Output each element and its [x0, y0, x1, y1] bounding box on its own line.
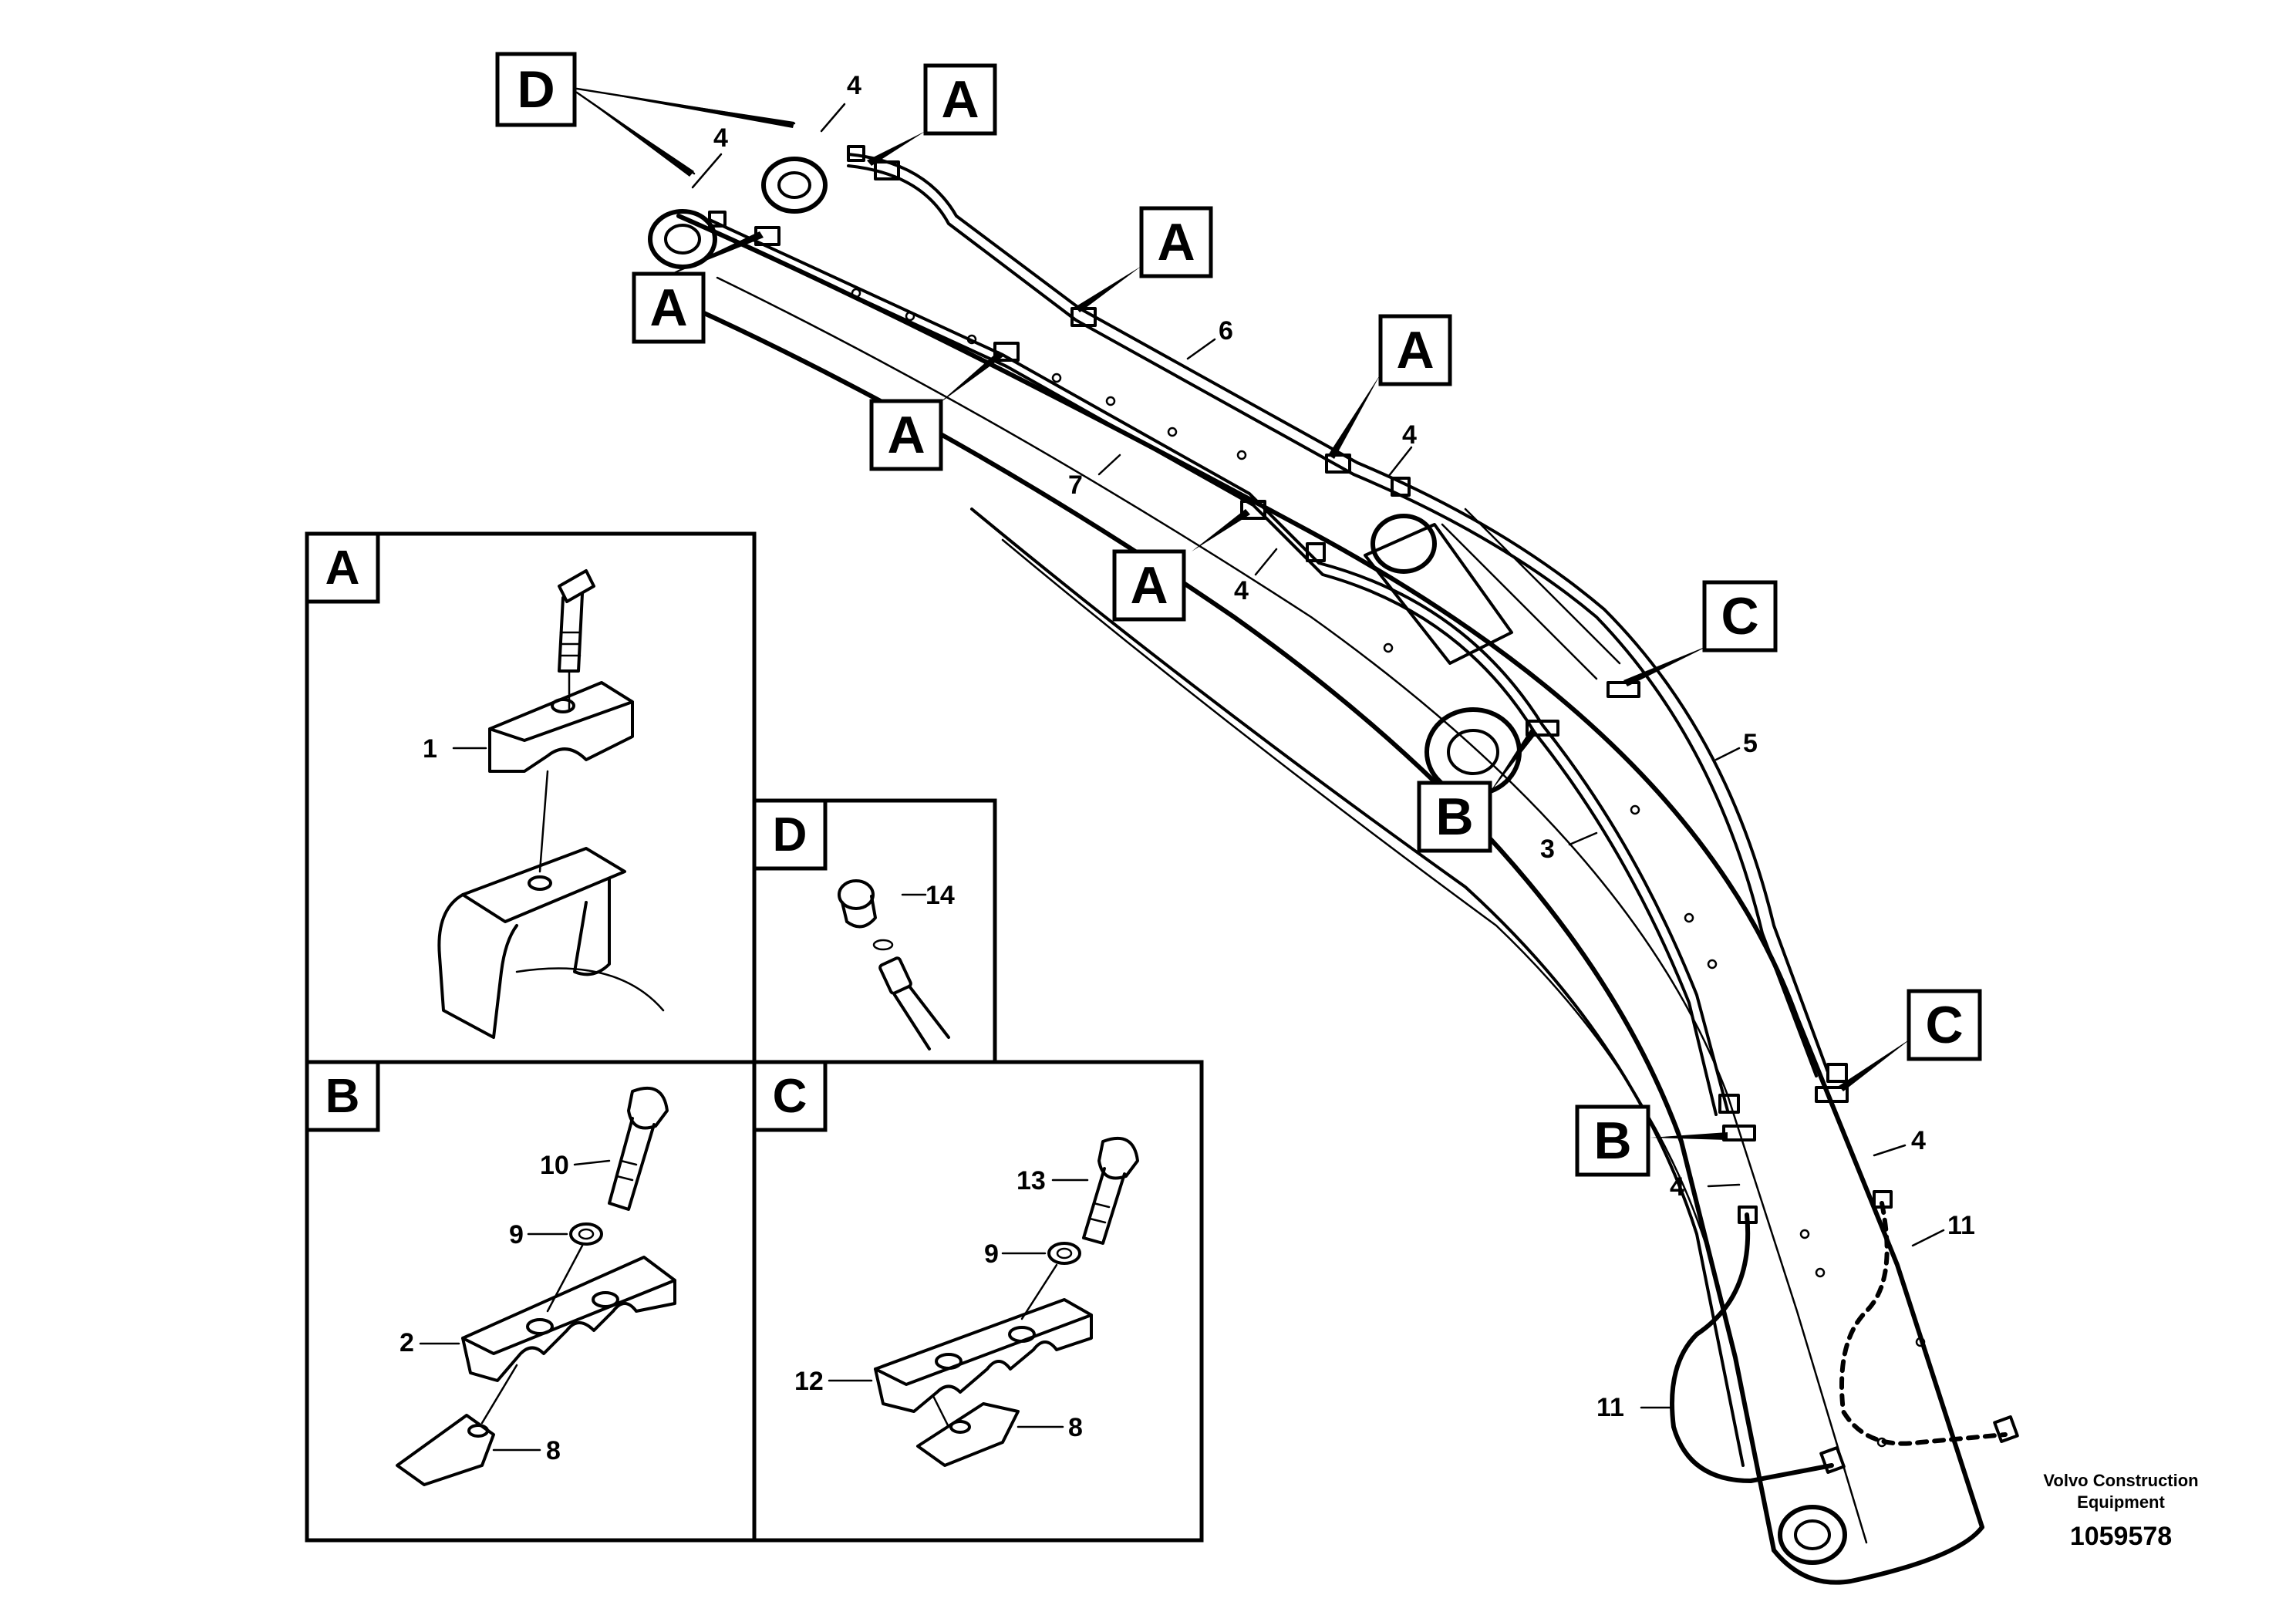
callout-B-1: B: [1417, 781, 1492, 853]
brand-line-1: Volvo Construction: [2043, 1471, 2198, 1490]
callout-A-6: A: [1112, 549, 1186, 622]
part-label-4: 4: [713, 123, 728, 153]
part-label-4: 4: [1911, 1126, 1926, 1155]
part-label-2: 2: [400, 1328, 414, 1357]
arm-bolts: [851, 288, 1926, 1448]
callout-C-2-label: C: [1925, 996, 1963, 1054]
callout-A-5-label: A: [887, 406, 925, 464]
part-label-4: 4: [1402, 420, 1417, 450]
part-label-4: 4: [847, 71, 861, 100]
brand-line-2: Equipment: [2077, 1492, 2165, 1512]
part-label-11: 11: [1596, 1393, 1624, 1422]
callout-leaders: [575, 87, 1913, 1140]
bottom-pin-bore: [1772, 1505, 1984, 1585]
detail-panel-C: C 13 9 12 8: [752, 1060, 1204, 1543]
callout-C-1-label: C: [1721, 587, 1758, 646]
part-label-4: 4: [1670, 1172, 1684, 1202]
detail-panel-A: A 1: [305, 531, 757, 1064]
callout-B-2-label: B: [1593, 1111, 1631, 1170]
callout-A-3: A: [1378, 314, 1452, 386]
detail-panel-D: D 14: [752, 798, 997, 1064]
callout-B-1-label: B: [1435, 787, 1473, 846]
mid-pin-bore: [1371, 514, 1522, 797]
top-pin-eyes: [648, 157, 828, 269]
footer-brand: Volvo Construction Equipment 1059578: [2043, 1471, 2198, 1551]
part-label-8: 8: [1068, 1413, 1083, 1442]
callout-A-4-label: A: [649, 278, 687, 337]
detail-D-title: D: [773, 808, 807, 862]
callout-A-3-label: A: [1396, 321, 1434, 379]
callout-A-4: A: [632, 271, 706, 344]
part-labels-main: 4 4 4 4 4 4 6 7 5 3 11 11: [691, 71, 1975, 1422]
detail-C-title: C: [773, 1070, 807, 1123]
part-label-4: 4: [1234, 576, 1249, 605]
callout-D: D: [495, 52, 577, 127]
callout-A-2: A: [1139, 206, 1213, 278]
callout-A-2-label: A: [1157, 213, 1195, 271]
callout-D-label: D: [517, 60, 555, 119]
callout-A-1-label: A: [941, 70, 979, 129]
callout-C-1: C: [1702, 580, 1778, 653]
part-label-7: 7: [1068, 470, 1083, 500]
detail-A-title: A: [325, 541, 360, 595]
part-label-13: 13: [1017, 1166, 1046, 1195]
callout-A-6-label: A: [1130, 556, 1168, 615]
part-label-6: 6: [1219, 316, 1233, 346]
detail-panel-B: B 10 9 2 8: [305, 1060, 757, 1543]
callout-B-2: B: [1575, 1104, 1650, 1177]
part-label-14: 14: [925, 881, 955, 910]
part-label-8: 8: [546, 1436, 561, 1465]
callout-C-2: C: [1907, 989, 1982, 1061]
detail-B-title: B: [325, 1070, 360, 1123]
part-label-3: 3: [1540, 835, 1555, 864]
part-label-9: 9: [984, 1239, 999, 1269]
callout-A-1: A: [923, 63, 997, 136]
hose-lines: [708, 145, 2019, 1483]
part-label-10: 10: [540, 1151, 569, 1180]
part-label-9: 9: [509, 1220, 524, 1249]
part-label-1: 1: [423, 734, 437, 764]
document-number: 1059578: [2070, 1522, 2172, 1551]
part-label-11: 11: [1947, 1211, 1975, 1240]
part-label-5: 5: [1743, 729, 1758, 758]
callout-A-5: A: [869, 399, 943, 471]
part-label-12: 12: [794, 1367, 824, 1396]
